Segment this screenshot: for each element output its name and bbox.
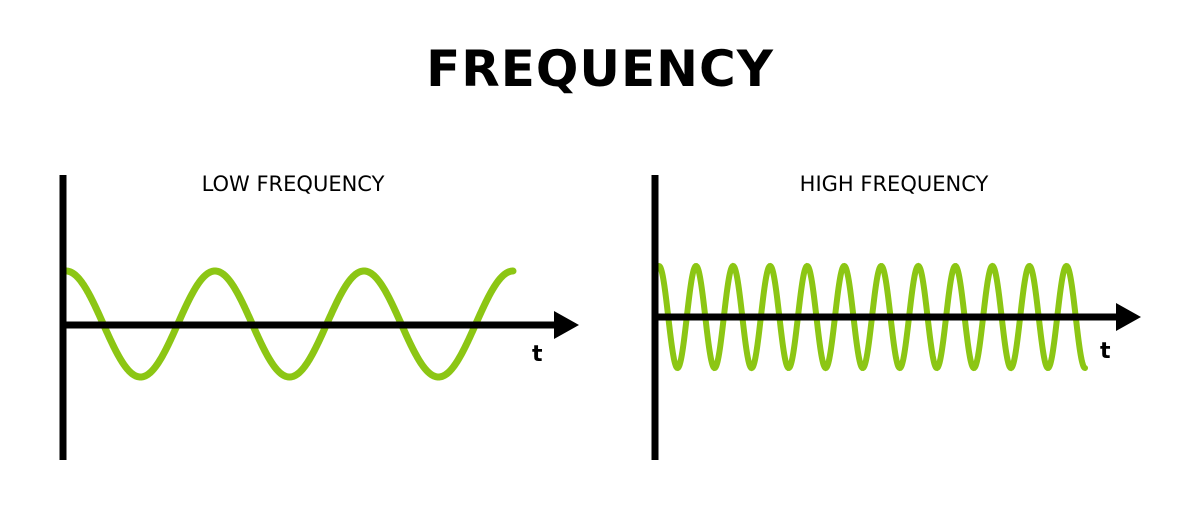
low-x-axis-arrow — [554, 311, 579, 339]
high-frequency-label: HIGH FREQUENCY — [799, 172, 989, 196]
low-frequency-wave — [62, 267, 517, 381]
low-time-axis-label: t — [532, 342, 543, 367]
diagram-title: FREQUENCY — [426, 40, 774, 98]
high-time-axis-label: t — [1100, 339, 1111, 364]
low-frequency-label: LOW FREQUENCY — [201, 172, 385, 196]
high-x-axis-arrow — [1116, 303, 1141, 331]
